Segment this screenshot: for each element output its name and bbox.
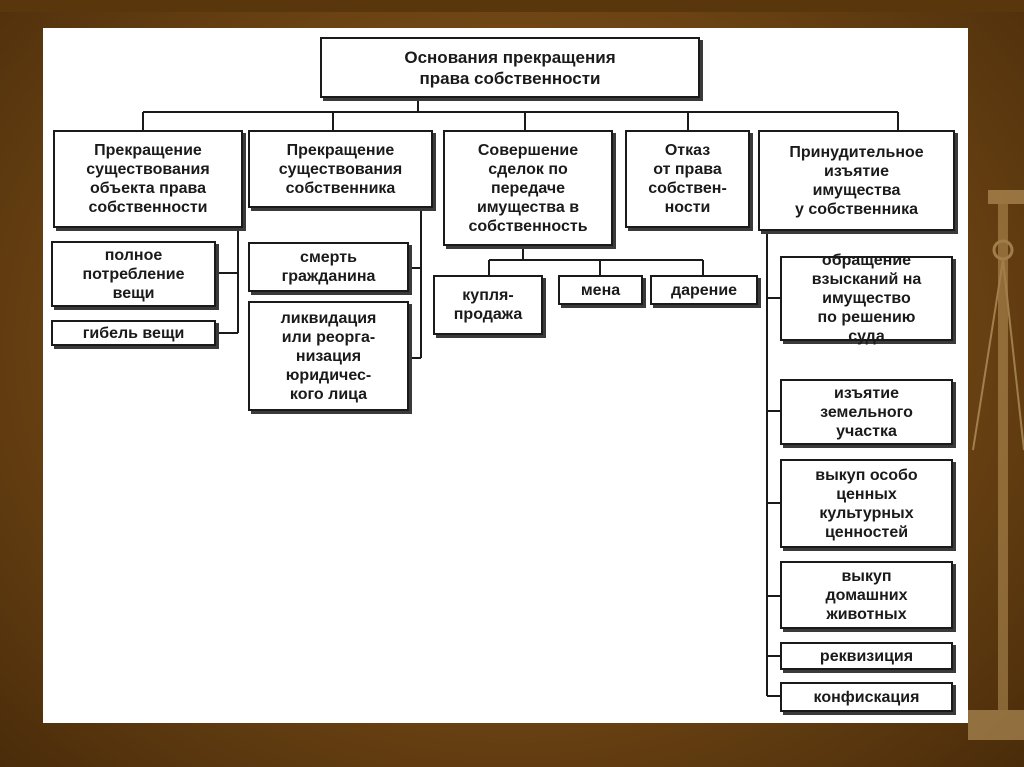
category-owner-ceases: Прекращение существования собственника [248,130,433,208]
item-requisition: реквизиция [780,642,953,670]
category-forced-seizure: Принудительное изъятие имущества у собст… [758,130,955,231]
item-destruction: гибель вещи [51,320,216,346]
item-full-consumption: полное потребление вещи [51,241,216,307]
scales-of-justice-icon [968,190,1024,740]
item-land-seizure: изъятие земельного участка [780,379,953,445]
category-transfer-deals: Совершение сделок по передаче имущества … [443,130,613,246]
item-liquidation: ликвидация или реорга- низация юридичес-… [248,301,409,411]
item-citizen-death: смерть гражданина [248,242,409,292]
root-node: Основания прекращения права собственност… [320,37,700,98]
category-renunciation: Отказ от права собствен- ности [625,130,750,228]
slide-frame-top [0,0,1024,12]
category-object-ceases: Прекращение существования объекта права … [53,130,243,228]
item-sale: купля- продажа [433,275,543,335]
item-cultural-buyout: выкуп особо ценных культурных ценностей [780,459,953,548]
item-animals-buyout: выкуп домашних животных [780,561,953,629]
item-exchange: мена [558,275,643,305]
diagram-connectors [142,98,899,697]
item-gift: дарение [650,275,758,305]
item-court-recovery: обращение взысканий на имущество по реше… [780,252,953,345]
item-confiscation: конфискация [780,682,953,712]
diagram-panel: Основания прекращения права собственност… [43,28,968,723]
